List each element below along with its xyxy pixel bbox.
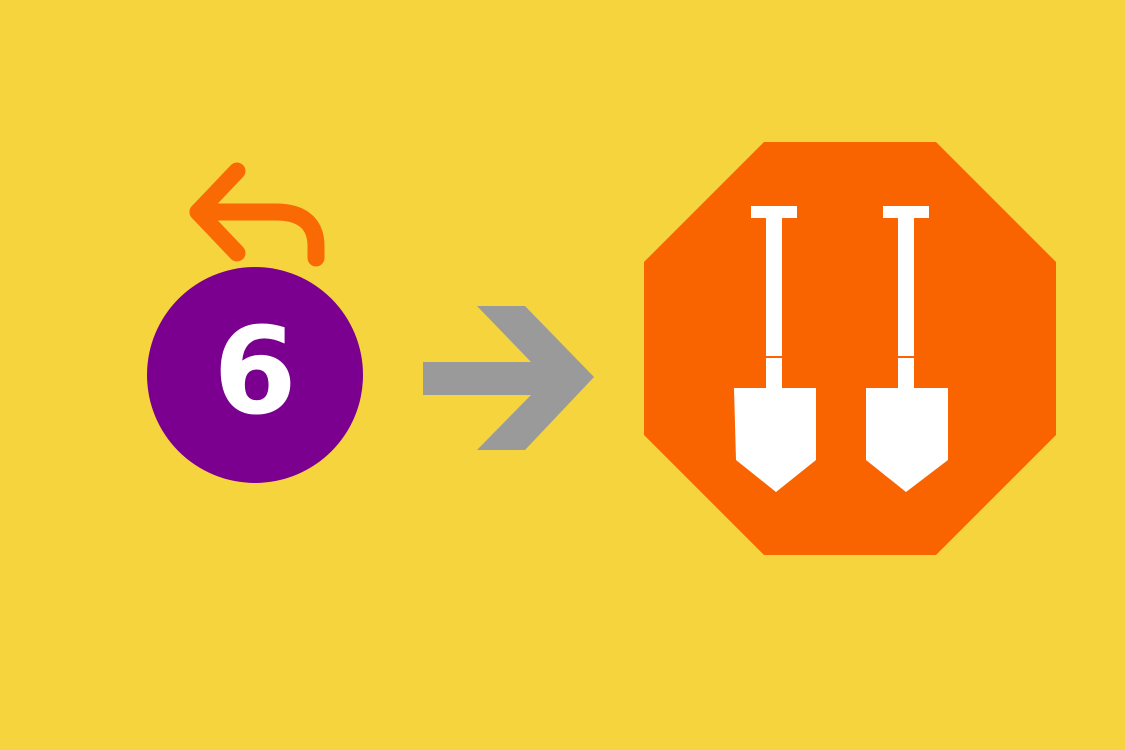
shovel-left-icon xyxy=(734,206,816,492)
return-arrow-icon xyxy=(189,162,325,267)
stop-octagon-icon xyxy=(644,142,1056,555)
right-arrow-icon xyxy=(423,306,594,450)
route-number: 6 xyxy=(213,303,297,442)
route-badge: 6 xyxy=(147,267,363,483)
shovels-icon xyxy=(734,206,948,492)
shovel-right-icon xyxy=(866,206,948,492)
